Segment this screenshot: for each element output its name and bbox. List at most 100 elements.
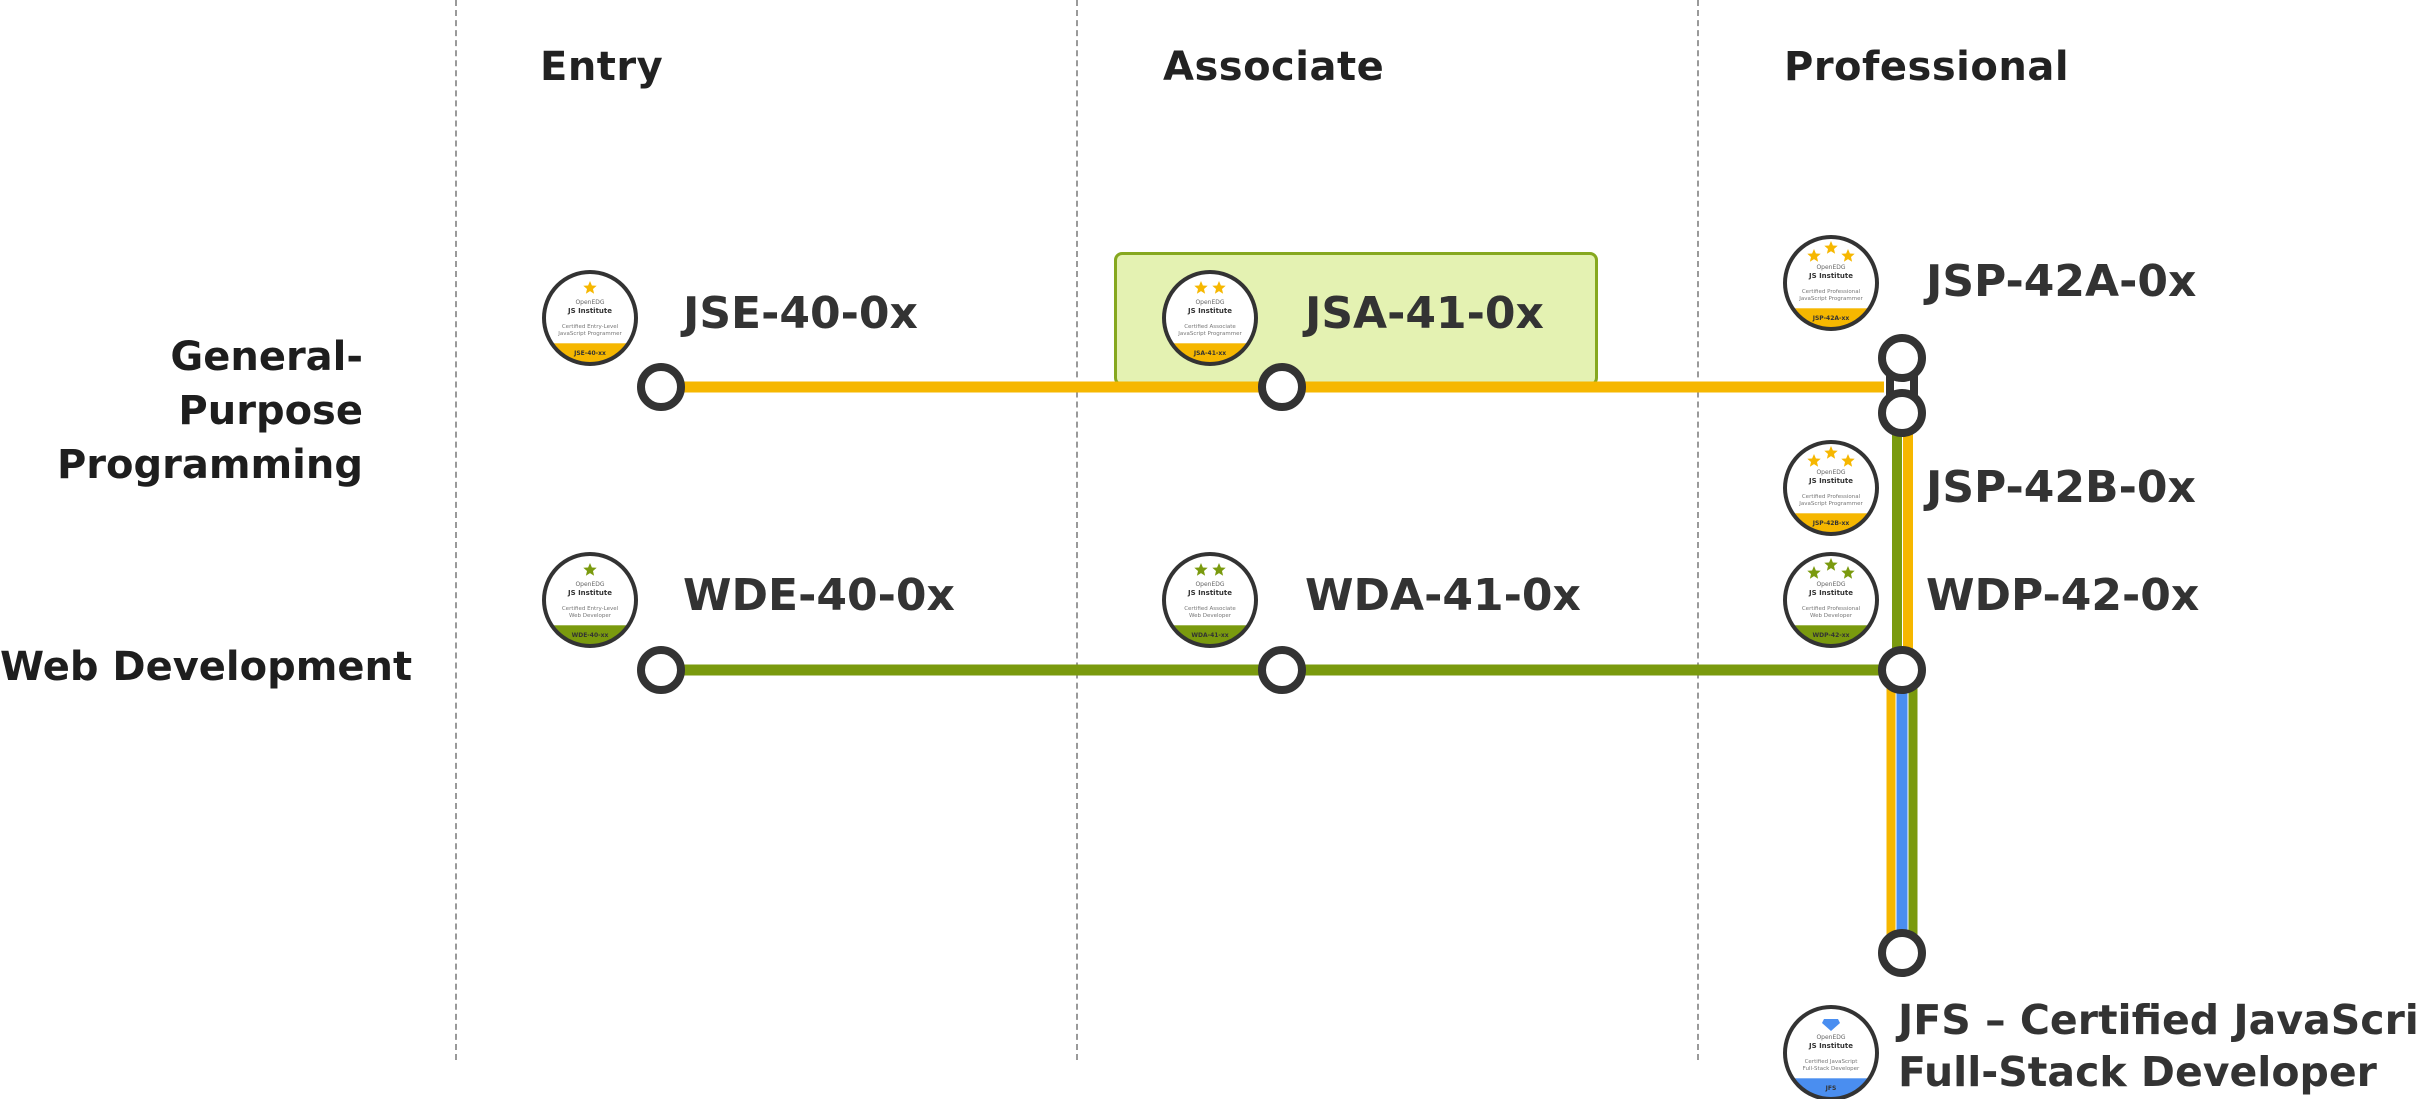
badge-face (1785, 442, 1877, 534)
column-heading-professional: Professional (1784, 44, 2070, 90)
diamond-icon (1822, 1019, 1840, 1031)
badge-institute: JS Institute (567, 589, 612, 597)
badge-face (1785, 237, 1877, 329)
badge-desc: JavaScript Programmer (1177, 331, 1242, 337)
badge-face (544, 554, 636, 646)
badge-institute: JS Institute (567, 307, 612, 315)
badge-ring (1783, 440, 1879, 536)
badge-desc: Web Developer (1810, 613, 1853, 619)
badge-org: OpenEDG (1816, 1034, 1845, 1041)
badge-ring (1783, 552, 1879, 648)
badge-desc: Full-Stack Developer (1803, 1066, 1860, 1072)
star-icon (1841, 566, 1855, 579)
badge-code: WDA-41-xx (1191, 632, 1228, 639)
column-heading-associate: Associate (1163, 44, 1385, 90)
star-icon (1824, 446, 1838, 459)
badge-org: OpenEDG (1195, 581, 1224, 588)
node-wde[interactable] (637, 646, 685, 694)
star-icon (583, 563, 597, 576)
badge-desc: JavaScript Programmer (1798, 296, 1863, 302)
badge-desc: Web Developer (1189, 613, 1232, 619)
badge-code: JSA-41-xx (1193, 350, 1226, 357)
cert-label-jsa[interactable]: JSA-41-0x (1305, 288, 1544, 339)
badge-desc: Certified Professional (1802, 494, 1861, 500)
badge-code: JSE-40-xx (573, 350, 606, 357)
cert-label-wda[interactable]: WDA-41-0x (1305, 570, 1581, 621)
badge-org: OpenEDG (575, 299, 604, 306)
badge-face (1785, 1007, 1877, 1099)
badge-code: JFS (1825, 1085, 1837, 1092)
badge-desc: Web Developer (569, 613, 612, 619)
badge-desc: JavaScript Programmer (1798, 501, 1863, 507)
badge-ring (1783, 1005, 1879, 1099)
badge-desc: Certified Entry-Level (562, 606, 619, 612)
track-label-line: General-Purpose (170, 334, 363, 434)
star-icon (1194, 563, 1208, 576)
badge-desc: Certified Entry-Level (562, 324, 619, 330)
track-label-line: Programming (56, 442, 363, 488)
badge-ring (542, 270, 638, 366)
star-icon (1841, 249, 1855, 262)
star-icon (1212, 281, 1226, 294)
column-divider (1697, 0, 1699, 1060)
badge-code: WDP-42-xx (1813, 632, 1850, 639)
badge-desc: Certified Professional (1802, 289, 1861, 295)
node-jse[interactable] (637, 363, 685, 411)
cert-label-jsp-42b[interactable]: JSP-42B-0x (1926, 462, 2196, 513)
star-icon (1194, 281, 1208, 294)
cert-label-wde[interactable]: WDE-40-0x (683, 570, 955, 621)
track-label-web-development: Web Development (0, 644, 413, 690)
badge-institute: JS Institute (1808, 589, 1853, 597)
badge-desc: Certified JavaScript (1805, 1059, 1859, 1065)
badge-code: JSP-42B-xx (1812, 520, 1850, 527)
node-jfs[interactable] (1878, 929, 1926, 977)
badge-institute: JS Institute (1808, 1042, 1853, 1050)
node-jsp-42b[interactable] (1878, 389, 1926, 437)
badge-face (544, 272, 636, 364)
badge-ring (1162, 270, 1258, 366)
node-jsa[interactable] (1258, 363, 1306, 411)
badge-institute: JS Institute (1187, 589, 1232, 597)
cert-label-jfs[interactable]: JFS – Certified JavaScript Full-Stack De… (1898, 994, 2420, 1098)
badge-desc: Certified Associate (1184, 324, 1236, 330)
badge-desc: JavaScript Programmer (557, 331, 622, 337)
badge-org: OpenEDG (1816, 581, 1845, 588)
node-jsp-42a[interactable] (1878, 334, 1926, 382)
badge-institute: JS Institute (1808, 477, 1853, 485)
node-wdp[interactable] (1878, 646, 1926, 694)
track-label-general-purpose: General-Purpose Programming (0, 330, 363, 492)
badge-org: OpenEDG (1195, 299, 1224, 306)
badge-institute: JS Institute (1808, 272, 1853, 280)
badge-org: OpenEDG (1816, 469, 1845, 476)
column-heading-entry: Entry (540, 44, 664, 90)
badge-code: JSP-42A-xx (1812, 315, 1850, 322)
badge-org: OpenEDG (1816, 264, 1845, 271)
badge-ring (1783, 235, 1879, 331)
star-icon (1824, 558, 1838, 571)
badge-code: WDE-40-xx (572, 632, 609, 639)
badge-ring (542, 552, 638, 648)
cert-label-wdp[interactable]: WDP-42-0x (1926, 570, 2200, 621)
badge-face (1164, 554, 1256, 646)
star-icon (583, 281, 597, 294)
node-wda[interactable] (1258, 646, 1306, 694)
badge-desc: Certified Professional (1802, 606, 1861, 612)
star-icon (1807, 249, 1821, 262)
cert-label-jse[interactable]: JSE-40-0x (683, 288, 918, 339)
badge-face (1164, 272, 1256, 364)
cert-label-jfs-line: JFS – Certified JavaScript (1898, 996, 2420, 1044)
star-icon (1807, 566, 1821, 579)
star-icon (1824, 241, 1838, 254)
star-icon (1841, 454, 1855, 467)
cert-label-jsp-42a[interactable]: JSP-42A-0x (1926, 256, 2197, 307)
star-icon (1807, 454, 1821, 467)
badge-institute: JS Institute (1187, 307, 1232, 315)
